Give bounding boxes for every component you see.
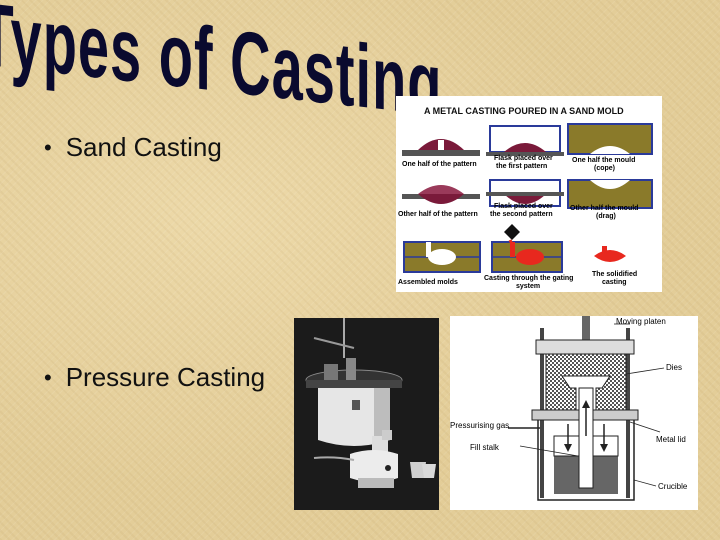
casting-pour	[491, 224, 563, 273]
caption-other-half-mould-1: Other half the mould	[570, 205, 638, 212]
pressure-pot-photo	[294, 318, 439, 510]
solidified-casting	[594, 246, 626, 262]
bullet-text: Sand Casting	[65, 132, 222, 162]
flask-second-pattern	[486, 179, 564, 207]
label-fill-stalk: Fill stalk	[470, 443, 500, 452]
sand-figure-heading: A METAL CASTING POURED IN A SAND MOLD	[424, 106, 624, 116]
label-dies: Dies	[666, 363, 682, 372]
caption-other-half-mould-2: (drag)	[596, 213, 616, 220]
label-metal-lid: Metal lid	[656, 435, 686, 444]
pattern-half-1	[402, 139, 480, 156]
label-moving-platen: Moving platen	[616, 317, 666, 326]
caption-solidified-2: casting	[602, 279, 627, 286]
bullet-pressure-casting: • Pressure Casting	[44, 362, 265, 393]
caption-flask-first-1: Flask placed over	[494, 155, 553, 162]
caption-assembled: Assembled molds	[398, 279, 458, 286]
label-pressurising-gas: Pressurising gas	[450, 421, 509, 430]
flask-first-pattern	[486, 125, 564, 156]
label-crucible: Crucible	[658, 482, 688, 491]
pressure-casting-diagram: Moving platen Dies Pressurising gas Fill…	[450, 316, 698, 510]
caption-solidified-1: The solidified	[592, 271, 637, 278]
caption-one-half-mould-1: One half the mould	[572, 157, 635, 164]
mould-cope	[567, 123, 653, 155]
caption-one-half-mould-2: (cope)	[594, 165, 615, 172]
bullet-text: Pressure Casting	[65, 362, 266, 392]
caption-flask-second-1: Flask placed over	[494, 203, 553, 210]
assembled-molds	[403, 241, 481, 273]
bullet-marker: •	[44, 364, 52, 390]
bullet-marker: •	[44, 134, 52, 160]
caption-one-half-pattern: One half of the pattern	[402, 161, 477, 168]
caption-other-half-pattern: Other half of the pattern	[398, 211, 478, 218]
caption-casting-through-1: Casting through the gating	[484, 275, 573, 282]
caption-flask-second-2: the second pattern	[490, 211, 553, 218]
mould-drag	[567, 179, 653, 209]
sand-casting-figure: A METAL CASTING POURED IN A SAND MOLD On…	[396, 96, 662, 292]
pattern-half-2	[402, 185, 480, 204]
bullet-sand-casting: • Sand Casting	[44, 132, 222, 163]
caption-casting-through-2: system	[516, 283, 540, 290]
caption-flask-first-2: the first pattern	[496, 163, 547, 170]
